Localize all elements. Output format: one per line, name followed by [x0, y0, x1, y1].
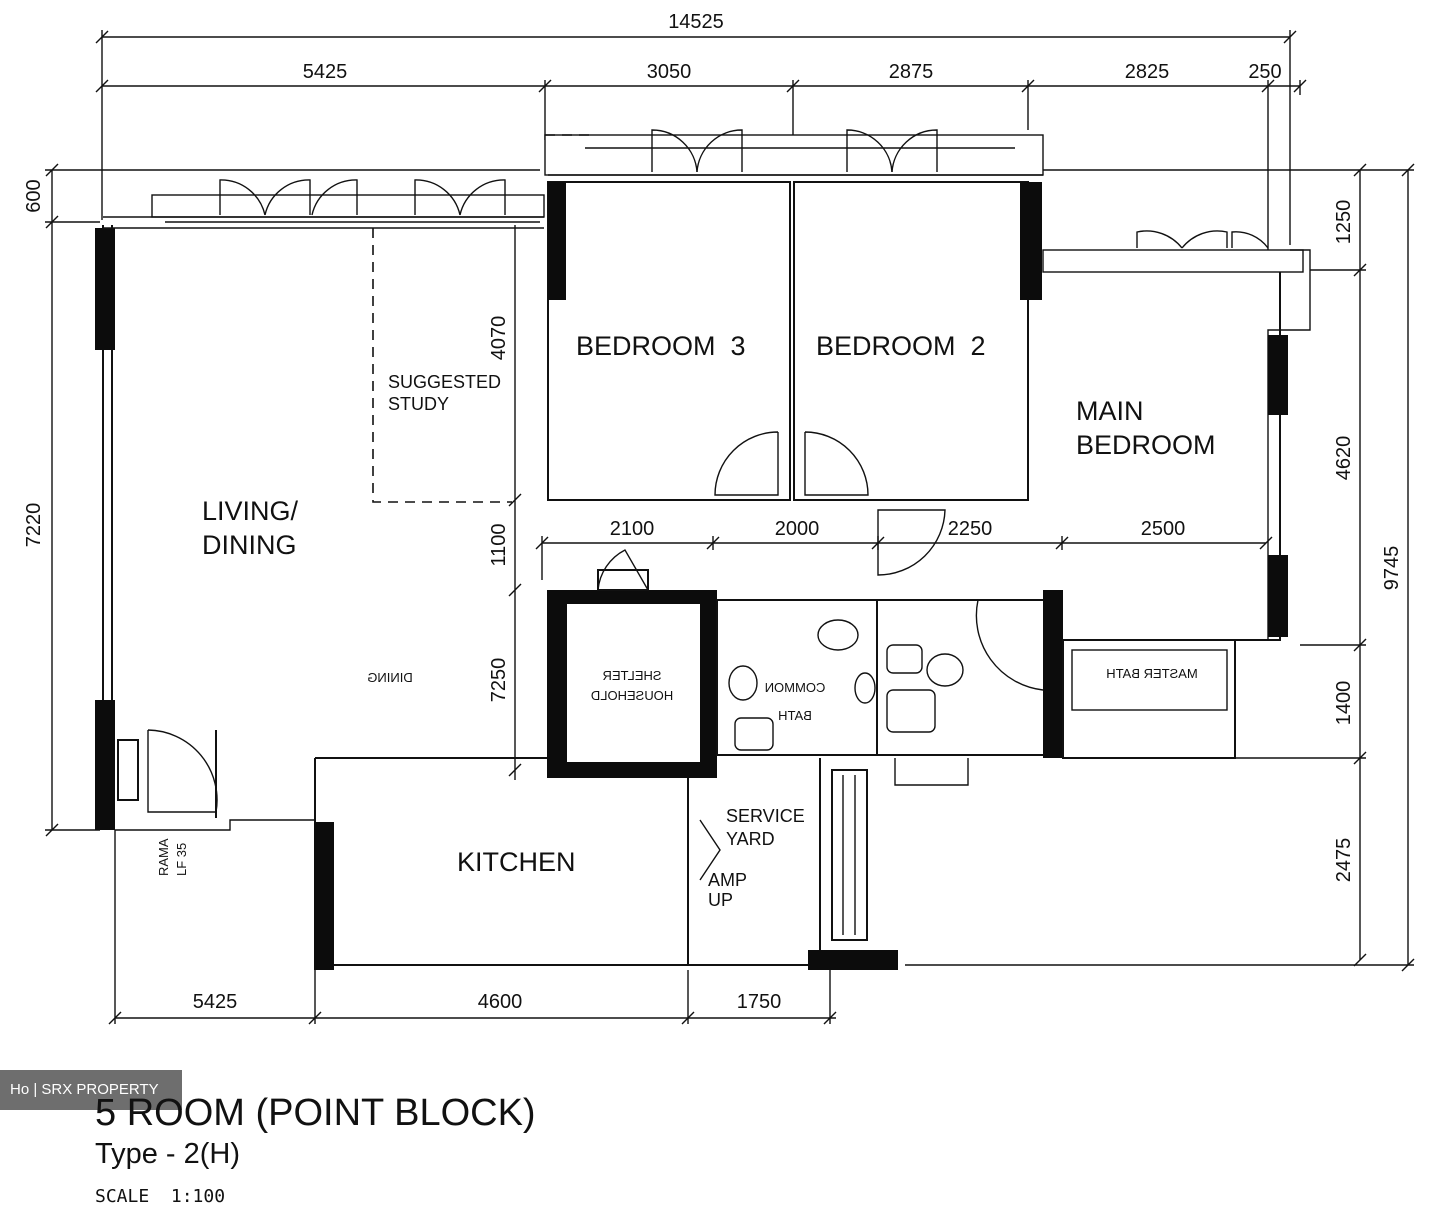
- doors: [147, 129, 1269, 881]
- study-label-1: SUGGESTED: [388, 372, 501, 392]
- dim-right-2: 4620: [1333, 436, 1355, 481]
- watermark-badge: Ho | SRX PROPERTY: [0, 1070, 182, 1110]
- shelter-label-1: SHELTER: [603, 668, 662, 683]
- dim-top-4: 2825: [1125, 61, 1170, 83]
- dim-top-1: 5425: [303, 61, 348, 83]
- dimension-lines: [45, 30, 1415, 1025]
- bedroom2-label: BEDROOM 2: [816, 331, 986, 361]
- main-bedroom-label-2: BEDROOM: [1076, 430, 1216, 460]
- dim-bottom-1: 5425: [193, 991, 238, 1013]
- dim-top-overall: 14525: [668, 11, 724, 33]
- dim-left-main: 7220: [23, 503, 45, 548]
- dim-corridor-4: 2500: [1141, 518, 1186, 540]
- dim-bottom-3: 1750: [737, 991, 782, 1013]
- bedroom3-label: BEDROOM 3: [576, 331, 746, 361]
- study-label-2: STUDY: [388, 394, 449, 414]
- room-labels: LIVING/ DINING SUGGESTED STUDY BEDROOM 3…: [156, 331, 1216, 910]
- dim-bottom-2: 4600: [478, 991, 523, 1013]
- plan-subtitle: Type - 2(H): [95, 1138, 241, 1170]
- dim-left-top: 600: [23, 179, 45, 212]
- dim-top-3: 2875: [889, 61, 934, 83]
- plan-scale: SCALE 1:100: [95, 1186, 226, 1207]
- dim-right-1: 1250: [1333, 200, 1355, 245]
- living-label-2: DINING: [202, 530, 297, 560]
- dim-corridor-gap: 1100: [488, 523, 510, 566]
- dining-note-label: DINING: [367, 670, 413, 685]
- plan-title: 5 ROOM (POINT BLOCK): [95, 1092, 536, 1134]
- living-label-1: LIVING/: [202, 496, 299, 526]
- dim-corridor-2: 2000: [775, 518, 820, 540]
- dim-corridor-3: 2250: [948, 518, 993, 540]
- ramp-label-1: AMP: [708, 870, 747, 890]
- dimension-labels: 14525 5425 3050 2875 2825 250 600 7220 4…: [23, 11, 1403, 1013]
- kitchen-label: KITCHEN: [457, 847, 576, 877]
- dim-top-2: 3050: [647, 61, 692, 83]
- bath-fixtures: [728, 619, 964, 751]
- walls: [95, 134, 1311, 970]
- dim-top-5: 250: [1248, 61, 1281, 83]
- dim-right-overall: 9745: [1381, 546, 1403, 591]
- dim-corridor-1: 2100: [610, 518, 655, 540]
- service-yard-label-2: YARD: [726, 829, 775, 849]
- dim-right-3: 1400: [1333, 681, 1355, 726]
- entrance-note-2: LF 35: [174, 843, 189, 876]
- dim-right-4: 2475: [1333, 838, 1355, 883]
- main-bedroom-label-1: MAIN: [1076, 396, 1144, 426]
- shelter-label-2: HOUSEHOLD: [591, 688, 673, 703]
- dim-stair-left: 7250: [488, 658, 510, 703]
- service-yard-label-1: SERVICE: [726, 806, 805, 826]
- common-bath-label-2: BATH: [778, 708, 812, 723]
- ramp-label-2: UP: [708, 890, 733, 910]
- dim-study-depth: 4070: [488, 316, 510, 361]
- master-bath-label: MASTER BATH: [1106, 666, 1198, 681]
- common-bath-label-1: COMMON: [765, 680, 826, 695]
- entrance-note-1: RAMA: [156, 838, 171, 876]
